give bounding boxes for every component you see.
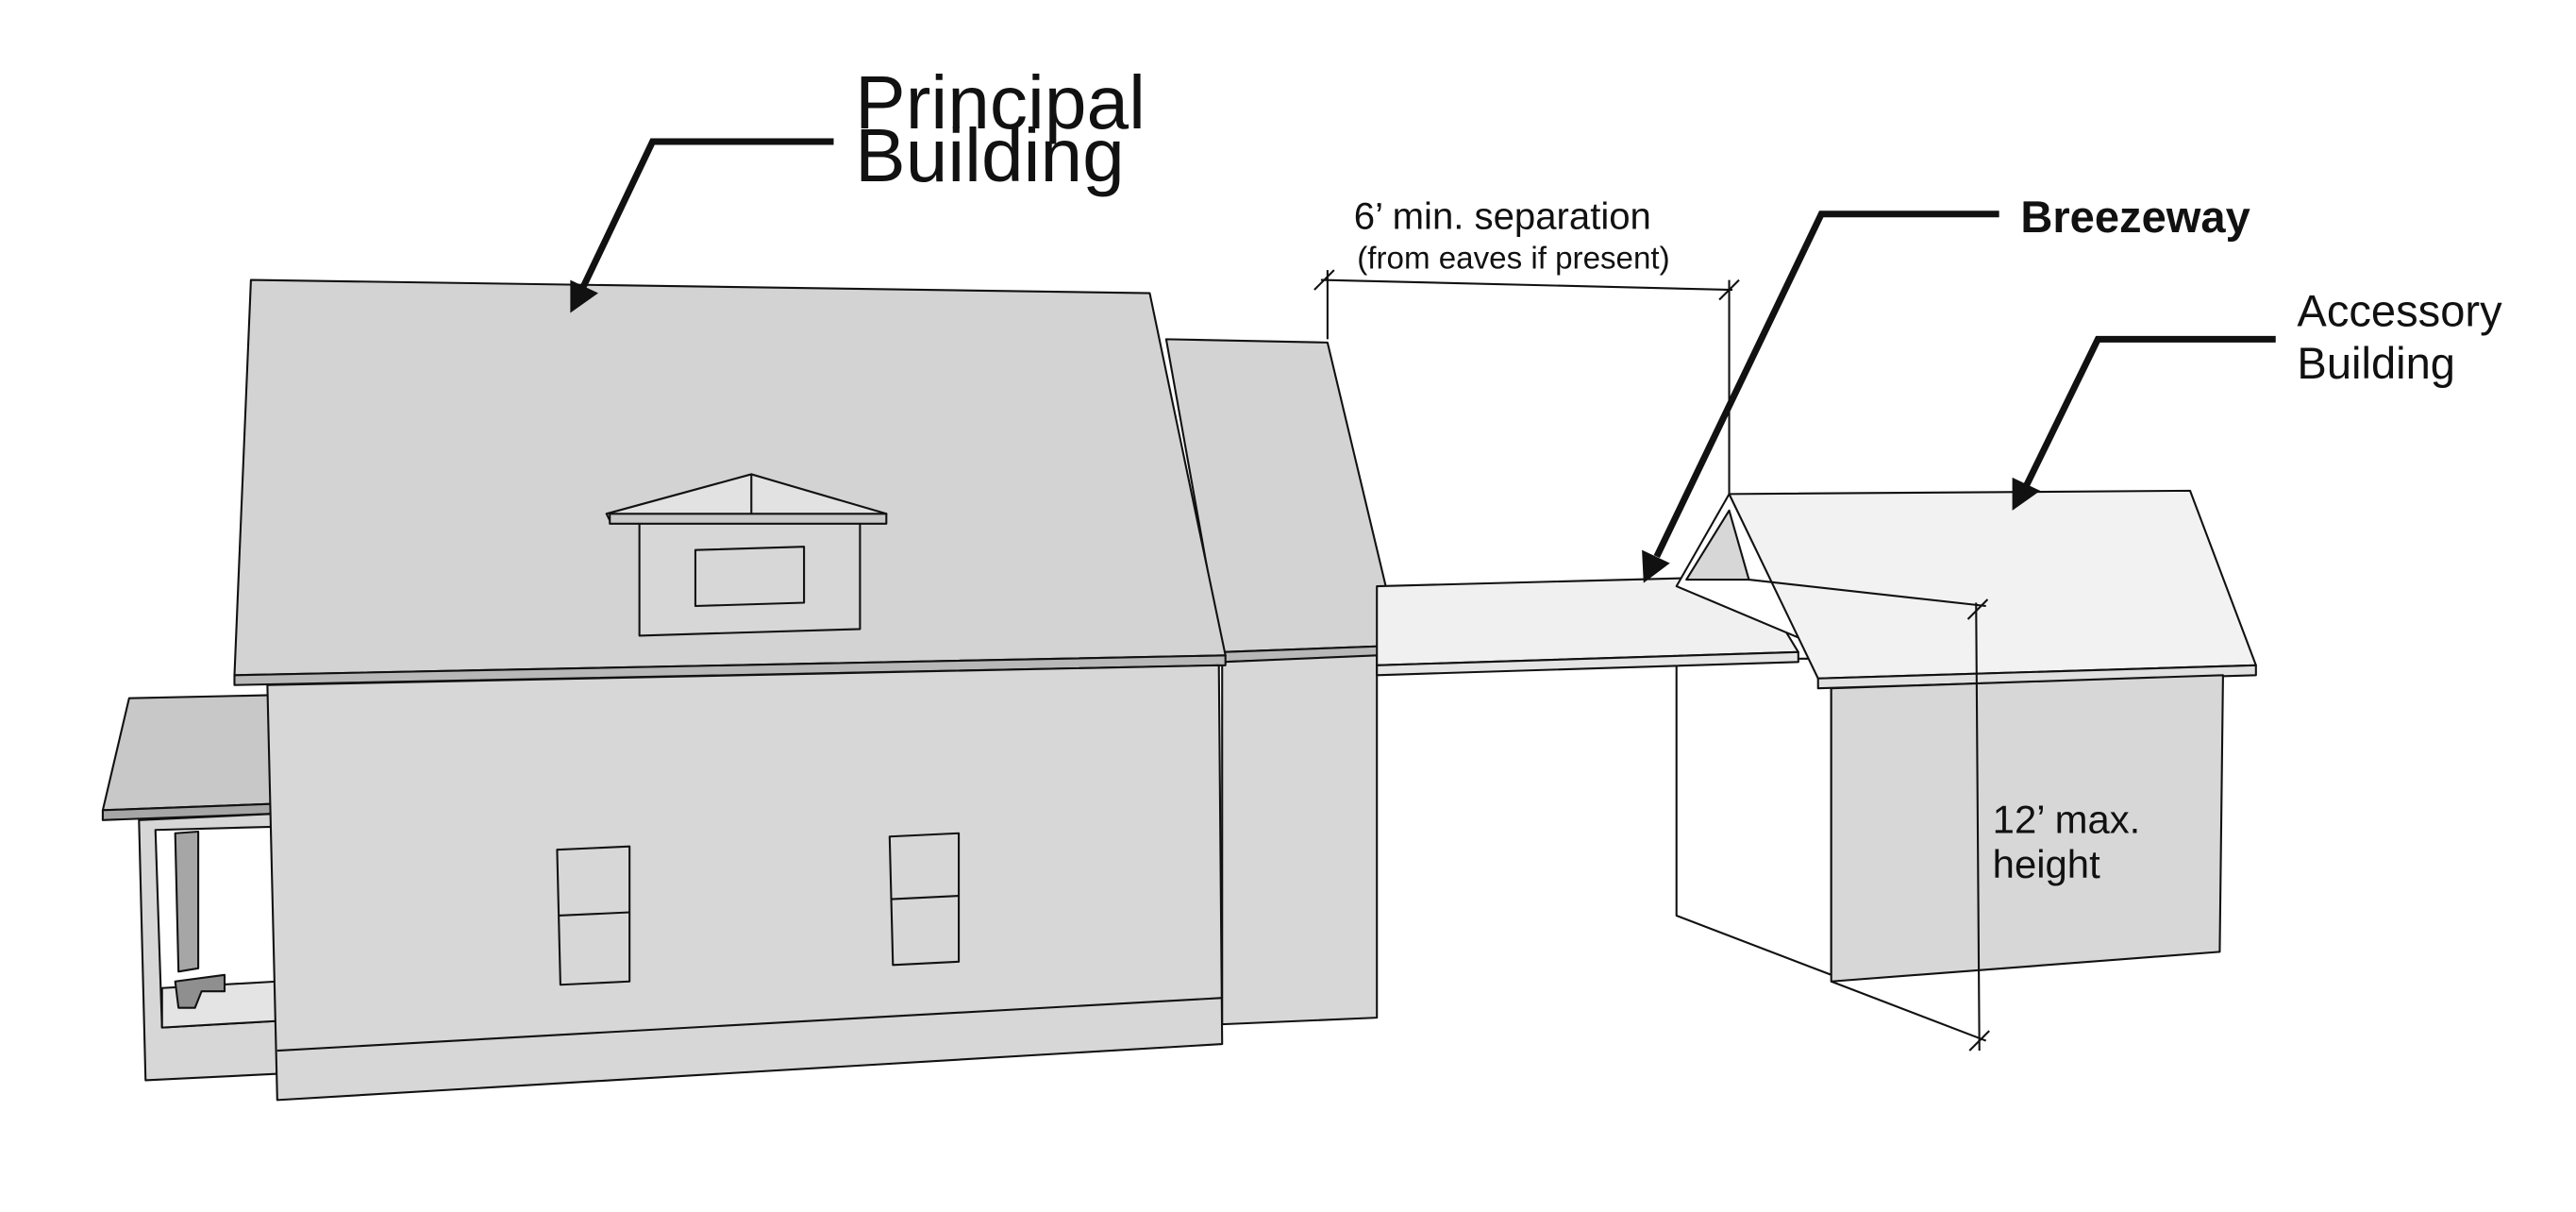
window-right	[888, 832, 961, 967]
labels: Principal Building 6’ min. separation (f…	[855, 60, 2502, 886]
principal-label-line2: Building	[855, 113, 1125, 198]
rear-wing	[1164, 338, 1401, 1026]
height-label-line2: height	[1993, 842, 2100, 886]
accessory-label-line1: Accessory	[2297, 285, 2502, 335]
accessory-roof	[1728, 489, 2257, 680]
porch	[101, 694, 282, 1082]
breezeway-leader	[1642, 210, 1999, 583]
height-dimension	[1748, 579, 1990, 1052]
height-label-line1: 12’ max.	[1993, 798, 2141, 842]
accessory-wall	[1830, 674, 2224, 983]
principal-label-line1: Principal	[855, 60, 1146, 145]
dormer-window	[694, 546, 806, 608]
separation-label-line1: 6’ min. separation	[1354, 194, 1651, 237]
breezeway	[1376, 575, 1832, 976]
principal-leader	[570, 138, 834, 313]
dormer	[605, 473, 888, 637]
accessory-leader	[2012, 335, 2276, 511]
breezeway-label: Breezeway	[2020, 192, 2250, 242]
accessory-building	[1675, 489, 2257, 983]
separation-dimension	[1313, 269, 1740, 495]
separation-label-line2: (from eaves if present)	[1357, 241, 1669, 276]
window-left	[556, 845, 631, 986]
principal-building	[101, 278, 1401, 1102]
principal-wall	[266, 664, 1224, 1102]
accessory-label-line2: Building	[2297, 338, 2455, 388]
